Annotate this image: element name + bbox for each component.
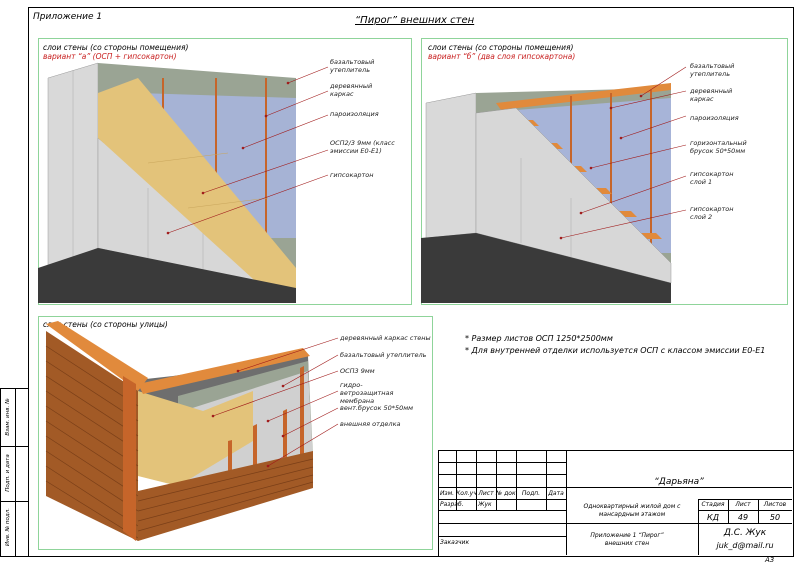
side-stamp bbox=[0, 388, 29, 557]
appendix-label: Приложение 1 bbox=[33, 12, 103, 22]
tb-sheets-value: 50 bbox=[769, 513, 781, 522]
panel-b-caption: слои стены (со стороны помещения) bbox=[428, 43, 574, 52]
tb-sheets-header: Листов bbox=[763, 501, 787, 508]
tb-object: Одноквартирный жилой дом с мансардным эт… bbox=[583, 503, 681, 518]
tb-col-change: Изм. bbox=[439, 490, 455, 497]
tb-sheet-header: Лист bbox=[735, 501, 751, 508]
wall-drawing-b bbox=[421, 66, 687, 303]
panel-a-label-4: ОСП2/3 9мм (класс эмиссии Е0-Е1) bbox=[330, 139, 395, 155]
panel-c-caption: слои стены (со стороны улицы) bbox=[43, 320, 168, 329]
stamp-replace-inv: Взам. инв. № bbox=[5, 398, 11, 436]
panel-c-label-2: базальтовый утеплитель bbox=[340, 351, 427, 359]
note-osb-size: * Размер листов ОСП 1250*2500мм bbox=[465, 334, 613, 343]
tb-row-developer: Разраб. bbox=[440, 501, 464, 508]
panel-c-label-3: ОСП3 9мм bbox=[340, 367, 375, 375]
tb-sheet-value: 49 bbox=[737, 513, 749, 522]
panel-c-label-5: вент.брусок 50*50мм bbox=[340, 404, 414, 412]
panel-a-variant: вариант “а” (ОСП + гипсокартон) bbox=[43, 52, 177, 61]
tb-author: Д.С. Жук bbox=[723, 528, 767, 538]
panel-b-frame bbox=[421, 38, 788, 305]
panel-c-label-6: внешняя отделка bbox=[340, 420, 401, 428]
panel-a-label-3: пароизоляция bbox=[330, 110, 379, 118]
title-block bbox=[438, 450, 794, 557]
panel-b-label-6: гипсокартон слой 2 bbox=[690, 205, 734, 221]
tb-stage-value: КД bbox=[707, 513, 719, 522]
drawing-frame bbox=[28, 7, 794, 557]
panel-c-frame bbox=[38, 316, 433, 550]
panel-b-label-5: гипсокартон слой 1 bbox=[690, 170, 734, 186]
tb-row-customer: Заказчик bbox=[440, 539, 470, 546]
wall-drawing-a bbox=[38, 62, 329, 303]
tb-col-sheet: Лист bbox=[478, 490, 494, 497]
panel-a-caption: слои стены (со стороны помещения) bbox=[43, 43, 189, 52]
panel-c-label-1: деревянный каркас стены bbox=[340, 334, 431, 342]
tb-stage-header: Стадия bbox=[701, 501, 725, 508]
sheet-format: А3 bbox=[765, 556, 775, 564]
wall-drawing-c bbox=[45, 321, 339, 541]
tb-sheet-name: Приложение 1 “Пирог” внешних стен bbox=[590, 532, 664, 547]
panel-a-label-5: гипсокартон bbox=[330, 171, 374, 179]
panel-b-label-4: горизонтальный брусок 50*50мм bbox=[690, 139, 747, 155]
stamp-sign-date: Подп. и дата bbox=[5, 454, 11, 492]
panel-a-frame bbox=[38, 38, 412, 305]
panel-c-label-4: гидро-ветрозащитная мембрана bbox=[340, 381, 394, 405]
tb-col-count: Кол.уч bbox=[456, 490, 477, 497]
panel-b-label-3: пароизоляция bbox=[690, 114, 739, 122]
stamp-inv-orig: Инв. № подл. bbox=[5, 508, 11, 546]
panel-b-label-1: базальтовый утеплитель bbox=[690, 62, 735, 78]
note-osb-emission: * Для внутренней отделки используется ОС… bbox=[465, 346, 766, 355]
panel-a-label-1: базальтовый утеплитель bbox=[330, 58, 375, 74]
tb-project-name: “Дарьяна” bbox=[654, 477, 704, 487]
page-title: “Пирог” внешних стен bbox=[355, 15, 475, 26]
panel-b-label-2: деревянный каркас bbox=[690, 87, 733, 103]
panel-b-variant: вариант “б” (два слоя гипсокартона) bbox=[428, 52, 576, 61]
tb-developer-name: Жук bbox=[478, 501, 492, 508]
tb-email: juk_d@mail.ru bbox=[716, 541, 774, 550]
panel-a-label-2: деревянный каркас bbox=[330, 82, 373, 98]
tb-col-date: Дата bbox=[548, 490, 564, 497]
tb-col-docnum: № док. bbox=[496, 490, 518, 497]
tb-col-sign: Подп. bbox=[521, 490, 541, 497]
